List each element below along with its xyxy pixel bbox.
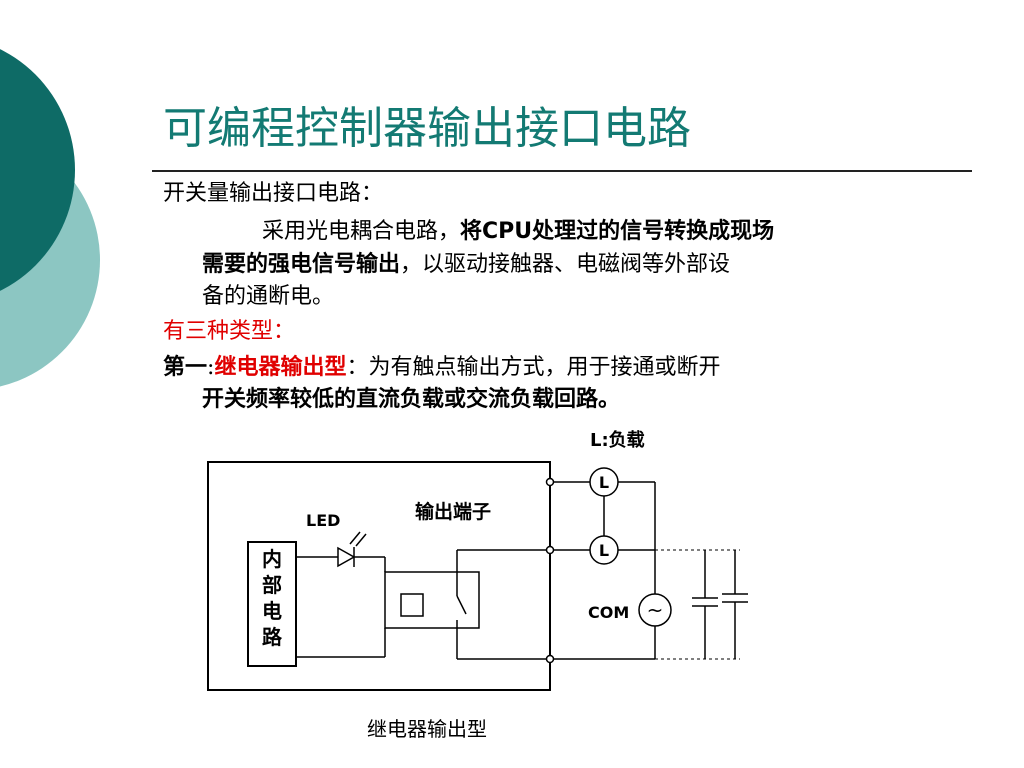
terminal-2 (545, 545, 555, 555)
load-label: L:负载 (590, 429, 645, 451)
types-intro-text: 有三种类型： (163, 319, 296, 344)
first-type-name: 继电器输出型 (214, 355, 347, 380)
relay-box (384, 571, 480, 629)
first-type-desc: ：为有触点输出方式，用于接通或断开 (346, 355, 721, 380)
terminal-com (545, 654, 555, 664)
paragraph-plain-1: 采用光电耦合电路， (262, 219, 461, 244)
led-label: LED (306, 511, 340, 530)
capacitor-2-icon (722, 550, 748, 659)
internal-circuit-char-3: 电 (262, 599, 282, 623)
load-1-symbol: L (599, 473, 609, 492)
output-terminal-label: 输出端子 (415, 500, 491, 523)
slide-title: 可编程控制器输出接口电路 (163, 103, 691, 154)
paragraph-line-3: 备的通断电。 (202, 283, 334, 311)
capacitor-1-icon (692, 550, 718, 659)
led-icon (337, 531, 367, 568)
internal-circuit-char-4: 路 (262, 625, 283, 649)
deco-circle-dark (0, 49, 75, 291)
first-type-desc-2: 开关频率较低的直流负载或交流负载回路。 (202, 387, 621, 412)
relay-output-diagram: 内 部 电 路 LED 输出端子 L:负载 L L ~ COM (207, 429, 748, 741)
internal-circuit-char-2: 部 (262, 573, 282, 597)
com-label: COM (588, 603, 629, 622)
first-colon: : (207, 355, 215, 380)
first-label: 第一 (163, 355, 208, 380)
section-heading-text: 开关量输出接口电路： (163, 181, 384, 206)
paragraph-bold-2: 需要的强电信号输出 (202, 252, 401, 277)
paragraph-plain-2: ，以驱动接触器、电磁阀等外部设 (400, 252, 731, 277)
terminal-1 (545, 477, 555, 487)
title-divider (152, 170, 972, 172)
relay-contact-icon (456, 549, 550, 660)
first-type-line: 第一:继电器输出型：为有触点输出方式，用于接通或断开 (163, 354, 720, 382)
section-heading: 开关量输出接口电路： (163, 180, 383, 208)
load-2-symbol: L (599, 541, 609, 560)
ac-source-symbol: ~ (647, 598, 664, 622)
decorative-circles (0, 49, 100, 387)
paragraph-plain-3: 备的通断电。 (202, 284, 335, 309)
first-type-line-2: 开关频率较低的直流负载或交流负载回路。 (202, 386, 620, 414)
internal-circuit-char-1: 内 (262, 547, 282, 571)
types-intro: 有三种类型： (163, 318, 295, 346)
plc-box (207, 461, 551, 691)
paragraph-line-1: 采用光电耦合电路，将CPU处理过的信号转换成现场 (262, 218, 774, 246)
diagram-caption: 继电器输出型 (367, 717, 487, 741)
paragraph-bold-1: 将CPU处理过的信号转换成现场 (460, 219, 775, 244)
relay-coil (400, 593, 424, 617)
paragraph-line-2: 需要的强电信号输出，以驱动接触器、电磁阀等外部设 (202, 251, 730, 279)
internal-circuit-box (247, 541, 297, 667)
